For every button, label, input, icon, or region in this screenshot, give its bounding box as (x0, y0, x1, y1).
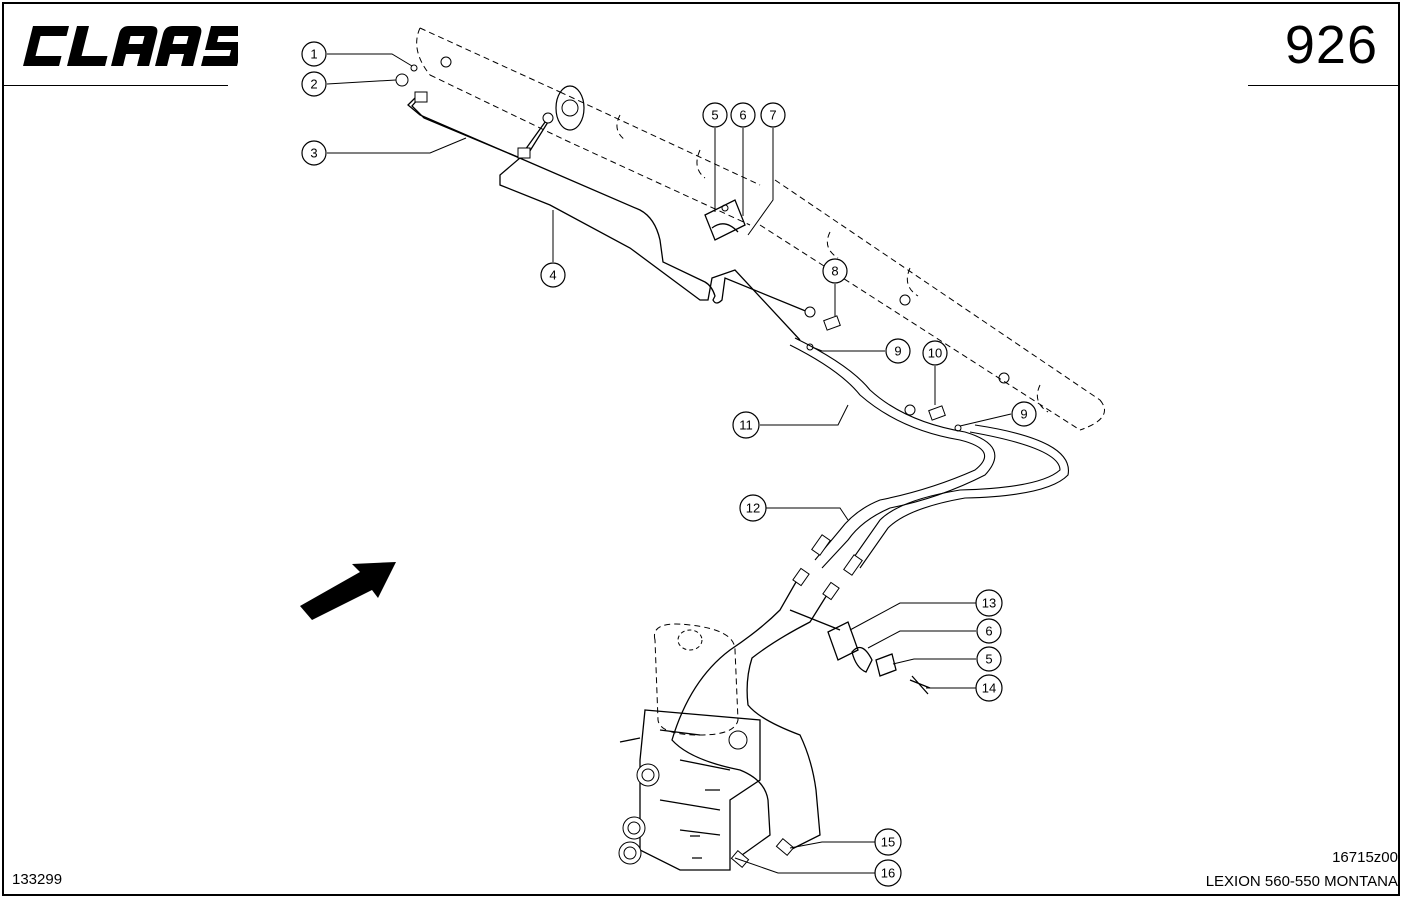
callout-6: 6 (730, 102, 756, 128)
callout-5: 5 (702, 102, 728, 128)
callout-5-second: 5 (976, 646, 1002, 672)
callout-13: 13 (975, 589, 1003, 617)
svg-text:14: 14 (982, 681, 996, 696)
fittings (806, 315, 962, 432)
drawing-number: 16715z00 (1332, 849, 1398, 866)
valve-block (618, 623, 761, 871)
svg-text:9: 9 (1020, 407, 1027, 422)
svg-text:1: 1 (310, 47, 317, 62)
lower-cylinder (759, 179, 1105, 431)
svg-text:5: 5 (985, 652, 992, 667)
svg-text:6: 6 (985, 624, 992, 639)
callout-8: 8 (822, 258, 848, 284)
svg-text:15: 15 (881, 835, 895, 850)
callout-4: 4 (540, 262, 566, 288)
callout-14: 14 (975, 674, 1003, 702)
svg-text:12: 12 (746, 501, 760, 516)
lower-pipes (671, 567, 841, 869)
hoses (789, 337, 1069, 576)
machine-model: LEXION 560-550 MONTANA (1205, 873, 1398, 890)
callout-10: 10 (922, 340, 948, 366)
svg-text:13: 13 (982, 596, 996, 611)
svg-text:9: 9 (894, 344, 901, 359)
svg-text:6: 6 (739, 108, 746, 123)
page-number: 926 (1284, 15, 1378, 75)
callout-12: 12 (739, 494, 767, 522)
callout-15: 15 (874, 828, 902, 856)
svg-text:8: 8 (831, 264, 838, 279)
svg-text:2: 2 (310, 77, 317, 92)
page-number-underline (1248, 85, 1398, 86)
leader-lines (326, 53, 1012, 874)
lower-clamp (827, 621, 931, 695)
callout-9: 9 (885, 338, 911, 364)
callout-1: 1 (301, 41, 327, 67)
claas-logo (23, 26, 238, 66)
callout-3: 3 (301, 140, 327, 166)
upper-cylinder (416, 27, 761, 226)
callout-6-second: 6 (976, 618, 1002, 644)
callout-16: 16 (874, 859, 902, 887)
callout-9-second: 9 (1011, 401, 1037, 427)
callout-11: 11 (732, 411, 760, 439)
svg-text:7: 7 (769, 108, 776, 123)
svg-text:10: 10 (928, 346, 942, 361)
upper-clamp (704, 199, 746, 241)
svg-text:3: 3 (310, 146, 317, 161)
callout-7: 7 (760, 102, 786, 128)
rigid-pipes (395, 56, 816, 341)
svg-text:11: 11 (739, 418, 753, 433)
svg-text:16: 16 (881, 866, 895, 881)
logo-underline (4, 85, 228, 86)
svg-text:5: 5 (711, 108, 718, 123)
direction-arrow (300, 562, 396, 620)
callout-2: 2 (301, 71, 327, 97)
catalog-reference: 133299 (12, 871, 63, 888)
svg-text:4: 4 (549, 268, 556, 283)
